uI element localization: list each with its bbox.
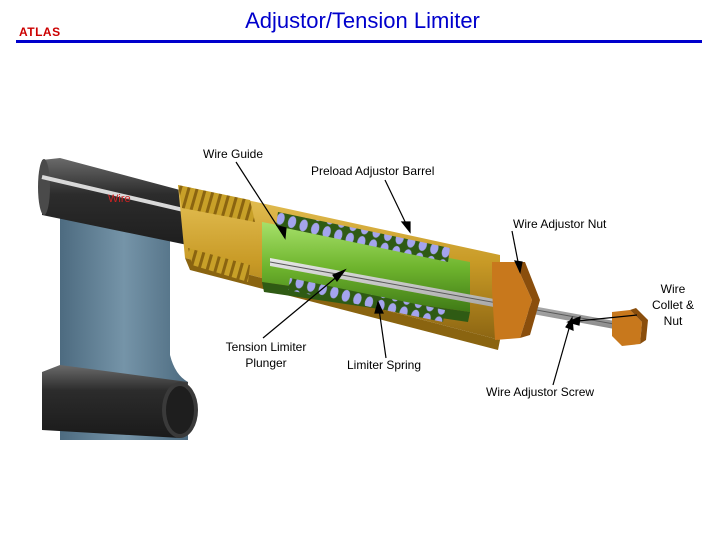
atlas-logo-text: ATLAS (19, 25, 61, 39)
label-wire-adjustor-nut: Wire Adjustor Nut (513, 217, 607, 231)
lower-tube (42, 365, 198, 438)
label-tension-limiter-plunger-line2: Plunger (245, 356, 287, 370)
label-wire-guide: Wire Guide (203, 147, 264, 161)
label-tension-limiter-plunger-line1: Tension Limiter (225, 340, 307, 354)
label-wire-collet-and-nut-line1: Wire (660, 282, 686, 296)
label-wire-collet-and-nut-line2: Collet & (651, 298, 695, 312)
limiter-spring (276, 212, 450, 322)
label-wire-collet-and-nut: Wire Collet & Nut (641, 281, 705, 329)
label-tension-limiter-plunger: Tension Limiter Plunger (210, 339, 322, 371)
label-wire: Wire (108, 193, 131, 205)
label-wire-adjustor-screw: Wire Adjustor Screw (486, 385, 595, 399)
label-preload-adjustor-barrel: Preload Adjustor Barrel (311, 164, 435, 178)
wire-collet-and-nut (612, 308, 648, 346)
wire-adjustor-nut (492, 262, 540, 340)
label-wire-collet-and-nut-line3: Nut (663, 314, 683, 328)
page-title: Adjustor/Tension Limiter (245, 8, 480, 33)
leader-lines (235, 161, 638, 386)
title-underline (16, 40, 702, 43)
label-limiter-spring: Limiter Spring (347, 358, 422, 372)
